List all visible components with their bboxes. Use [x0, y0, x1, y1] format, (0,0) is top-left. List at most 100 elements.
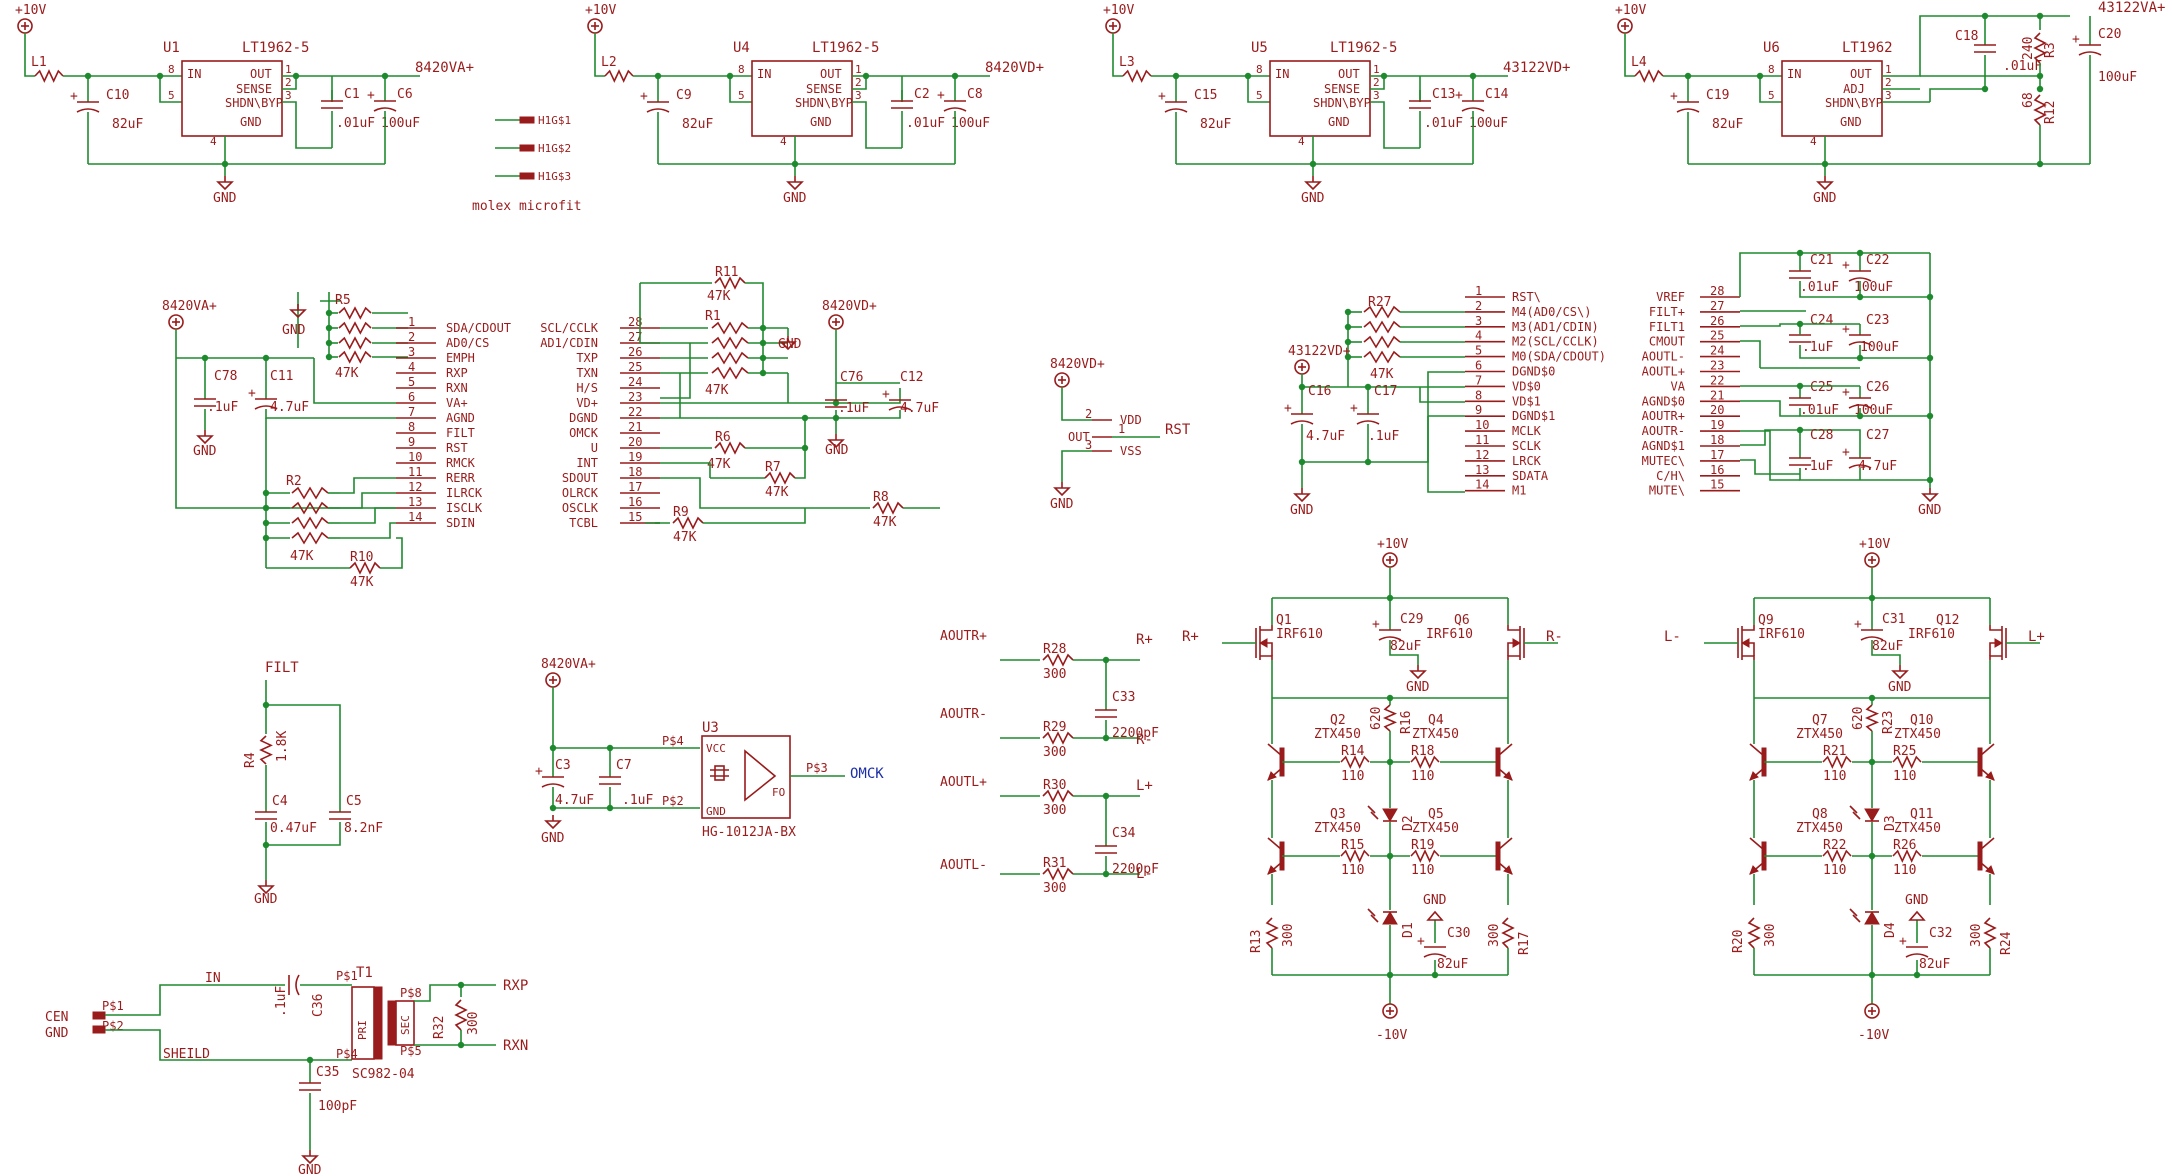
net-label: CEN: [45, 1010, 68, 1025]
capacitor-ref: C32: [1929, 926, 1952, 941]
capacitor-value: .01uF: [1424, 116, 1463, 131]
capacitor-symbol: +: [882, 387, 912, 411]
junction-dot: [1926, 412, 1934, 420]
diode-symbol: [1849, 908, 1880, 925]
resistor-ref: R8: [873, 490, 889, 505]
capacitor-value: 4.7uF: [270, 400, 309, 415]
capacitor-symbol: [1095, 709, 1117, 718]
supply-symbol: [1294, 359, 1310, 375]
header-pin-label: H1G$3: [538, 170, 571, 183]
transistor-part: ZTX450: [1796, 821, 1843, 836]
pin-number: 3: [408, 345, 415, 359]
ic-part: LT1962-5: [1330, 40, 1397, 56]
capacitor-symbol: +: [1842, 258, 1872, 282]
resistor-ref: R15: [1341, 838, 1364, 853]
header-caption: molex microfit: [472, 199, 582, 214]
polarity-mark: +: [1842, 258, 1850, 273]
junction-dot: [262, 841, 270, 849]
capacitor-value: .1uF: [1802, 340, 1833, 355]
pin-name: VD$0: [1512, 379, 1541, 393]
capacitor-value: 100uF: [381, 116, 420, 131]
junction-dot: [1796, 382, 1804, 390]
transistor-part: IRF610: [1426, 627, 1473, 642]
pin-name: VDD: [1120, 413, 1142, 427]
resistor-ref: R24: [1999, 931, 2014, 955]
junction-dot: [832, 399, 840, 407]
pin-number: 13: [1475, 463, 1489, 477]
pin-number: 25: [628, 360, 642, 374]
pin-number: 20: [628, 435, 642, 449]
capacitor-ref: C10: [106, 88, 129, 103]
polarity-mark: +: [2072, 32, 2080, 47]
polarity-mark: +: [1372, 617, 1380, 632]
pin-number: 28: [1710, 284, 1724, 298]
bjt-symbol: [1495, 837, 1513, 875]
pin-number: 1: [1885, 63, 1892, 76]
header-pin: [519, 144, 535, 152]
capacitor-ref: C35: [316, 1065, 339, 1080]
pin-name: VCC: [706, 742, 726, 755]
resistor-ref: R16: [1399, 711, 1414, 734]
capacitor-value: 100uF: [1469, 116, 1508, 131]
capacitor-ref: C5: [346, 794, 362, 809]
pin-name: OUT: [1338, 67, 1360, 81]
junction-dot: [1981, 12, 1989, 20]
pin-name: FO: [772, 786, 785, 799]
ic-part: LT1962: [1842, 40, 1893, 56]
pin-name: M0(SDA/CDOUT): [1512, 350, 1606, 364]
pin-name: EMPH: [446, 351, 475, 365]
pin-name: GND: [810, 115, 832, 129]
pin-number: 2: [1085, 407, 1092, 421]
capacitor-ref: C78: [214, 369, 237, 384]
pin-number: P$4: [662, 734, 684, 748]
capacitor-ref: C13: [1432, 87, 1455, 102]
pin-number: 10: [1475, 418, 1489, 432]
net-label: AOUTL+: [940, 775, 987, 790]
resistor-value: 300: [1969, 924, 1984, 947]
capacitor-symbol: [329, 811, 351, 820]
resistor-symbol: [1892, 849, 1922, 863]
capacitor-ref: C6: [397, 87, 413, 102]
ic-ref: U4: [733, 40, 750, 56]
pin-name: OUT: [820, 67, 842, 81]
capacitor-value: 82uF: [112, 117, 143, 132]
capacitor-ref: C22: [1866, 253, 1889, 268]
pin-number: 5: [1768, 89, 1775, 102]
transformer-ref: T1: [356, 965, 373, 981]
resistor-symbol: [764, 471, 796, 485]
capacitor-symbol: +: [2072, 32, 2102, 56]
pin-number: 1: [1373, 63, 1380, 76]
transistor-part: ZTX450: [1894, 727, 1941, 742]
resistor-symbol: [1042, 731, 1074, 745]
capacitor-ref: C19: [1706, 88, 1729, 103]
pin-number: 2: [1885, 76, 1892, 89]
junction-dot: [2036, 12, 2044, 20]
supply-symbol: [168, 314, 184, 330]
capacitor-ref: C16: [1308, 384, 1331, 399]
pin-number: 3: [285, 89, 292, 102]
ground-symbol: [1921, 488, 1939, 503]
net-label: L-: [1136, 866, 1153, 882]
capacitor-ref: C33: [1112, 690, 1135, 705]
resistor-value: 300: [1487, 924, 1502, 947]
pin-number: 4: [210, 135, 217, 148]
pin-number: 19: [628, 450, 642, 464]
capacitor-symbol: [255, 811, 277, 820]
capacitor-ref: C27: [1866, 428, 1889, 443]
connector-pin: [92, 1011, 106, 1020]
capacitor-value: 8.2nF: [344, 821, 383, 836]
resistor-ref: R11: [715, 265, 738, 280]
diode-symbol: [1367, 805, 1398, 822]
pin-name: SHDN\BYP: [225, 96, 283, 110]
pin-name: U: [591, 441, 598, 455]
pin-name: SHDN\BYP: [1825, 96, 1883, 110]
capacitor-symbol: +: [1899, 934, 1929, 958]
pin-name: VA: [1671, 379, 1686, 393]
pin-number: 21: [628, 420, 642, 434]
resistor-ref: R22: [1823, 838, 1846, 853]
resistor-value: 620: [1851, 707, 1866, 730]
